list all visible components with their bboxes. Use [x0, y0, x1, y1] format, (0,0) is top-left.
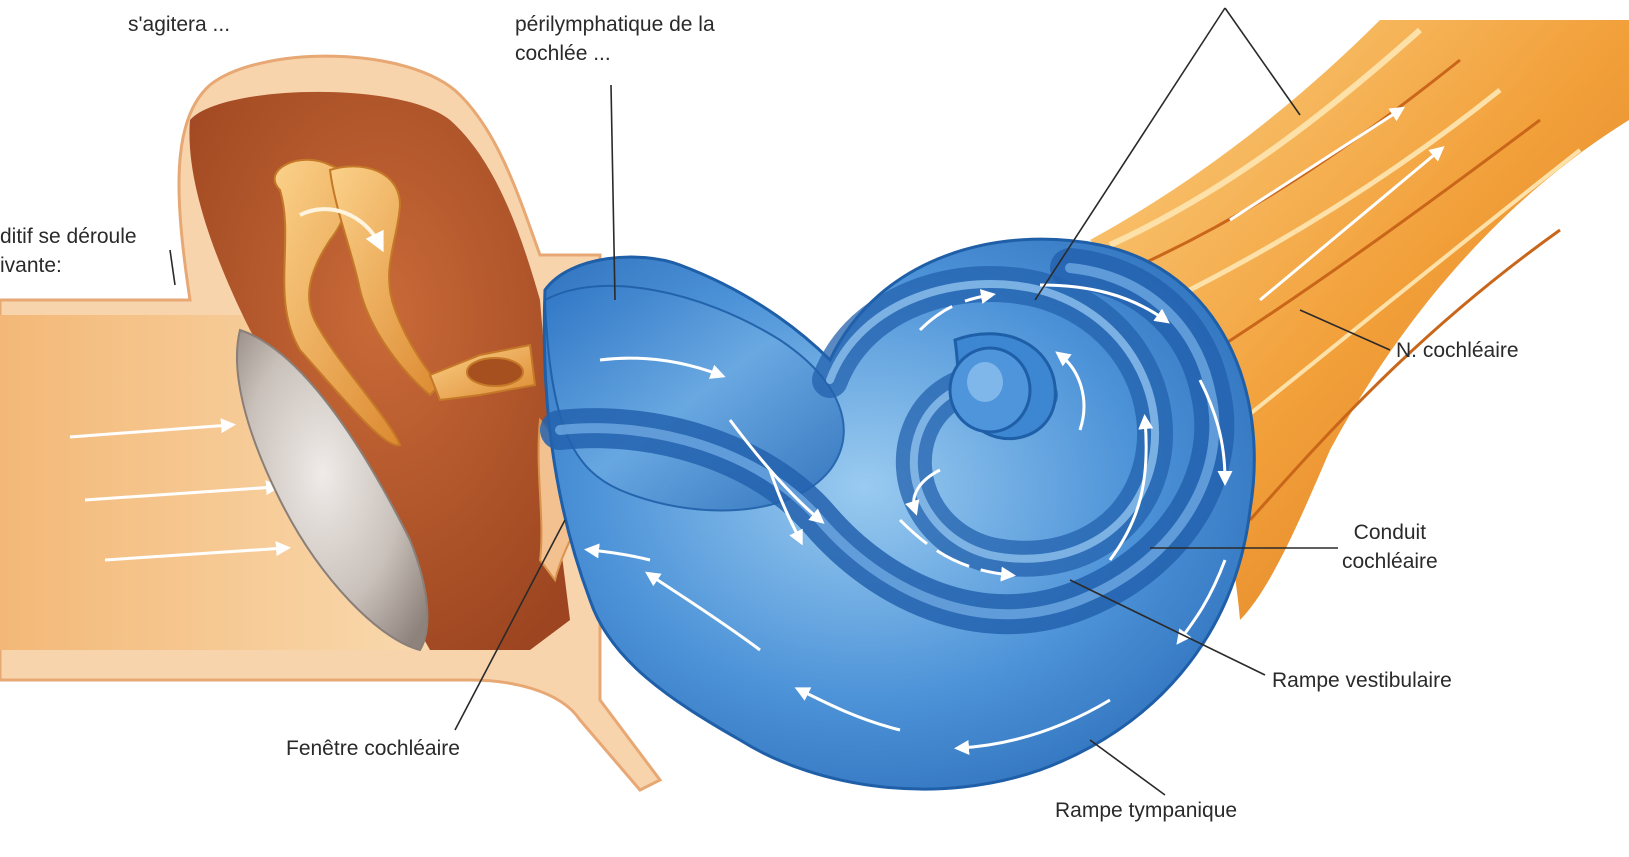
label-left-edge: ditif se déroule ivante:: [0, 222, 137, 280]
label-left-edge-line-1: ditif se déroule: [0, 222, 137, 251]
label-top-left-line-1: s'agitera ...: [128, 10, 230, 39]
label-rampe-tympanique: Rampe tympanique: [1055, 796, 1237, 825]
label-top-middle: périlymphatique de la cochlée ...: [515, 10, 715, 68]
label-top-left: s'agitera ...: [128, 10, 230, 39]
label-n-cochleaire: N. cochléaire: [1396, 336, 1519, 365]
label-left-edge-line-2: ivante:: [0, 251, 137, 280]
label-rampe-vestibulaire: Rampe vestibulaire: [1272, 666, 1452, 695]
label-conduit-cochleaire: Conduit cochléaire: [1342, 518, 1438, 576]
label-top-middle-line-1: périlymphatique de la: [515, 10, 715, 39]
cochlea: [544, 239, 1254, 789]
label-conduit-line-1: Conduit: [1342, 518, 1438, 547]
label-fenetre-cochleaire: Fenêtre cochléaire: [286, 734, 460, 763]
label-top-middle-line-2: cochlée ...: [515, 39, 715, 68]
label-conduit-line-2: cochléaire: [1342, 547, 1438, 576]
